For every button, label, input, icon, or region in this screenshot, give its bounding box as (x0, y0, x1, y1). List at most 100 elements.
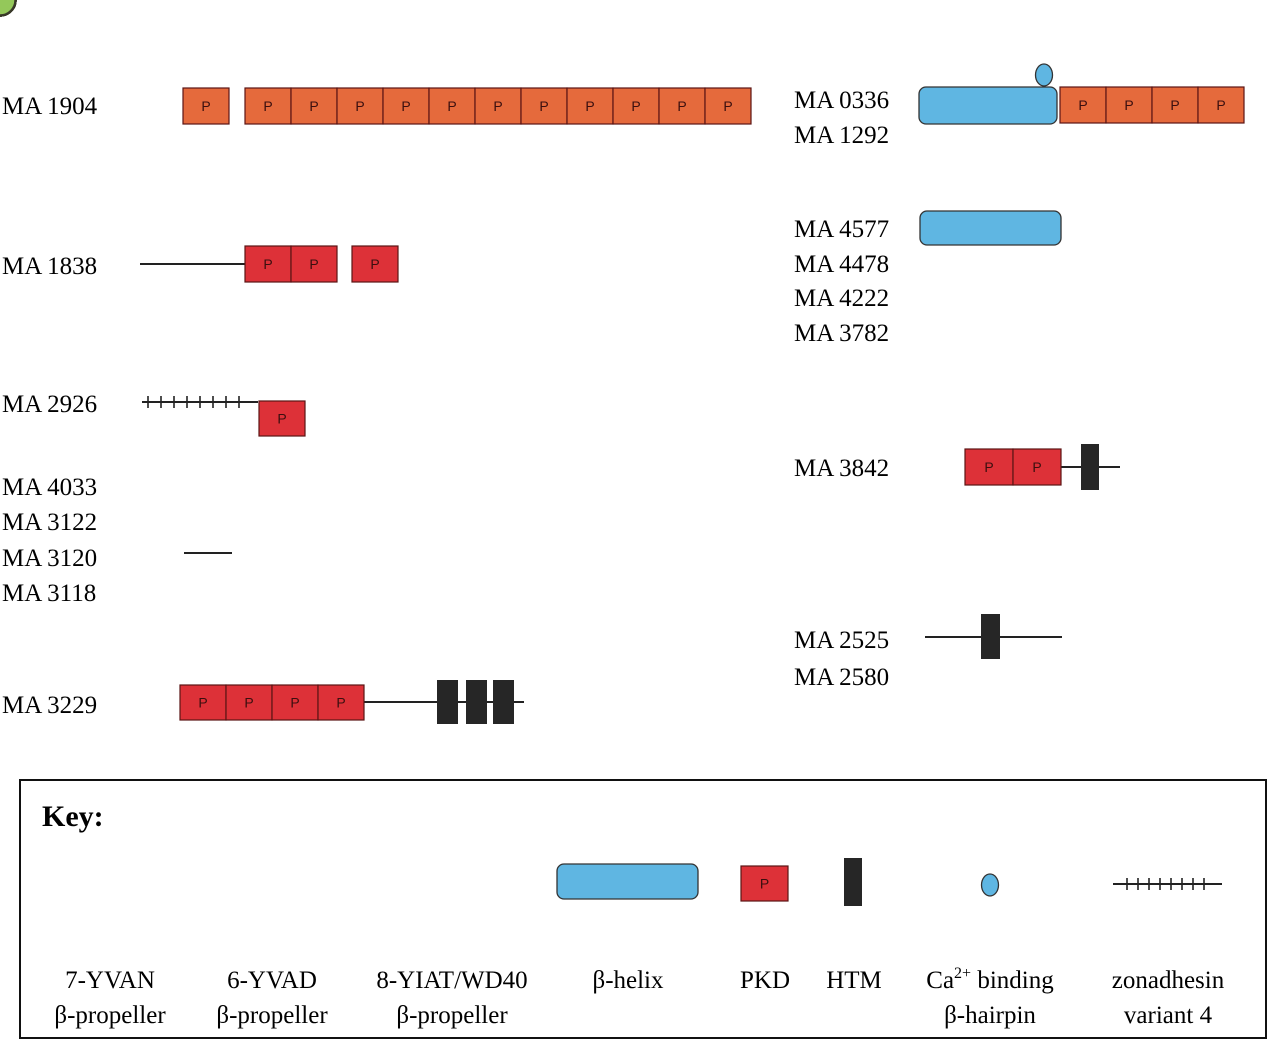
label-ma3842: MA 3842 (794, 455, 889, 482)
pkd-domain-box (1197, 86, 1245, 124)
pkd-domain-box (964, 448, 1014, 486)
label-ma4222: MA 4222 (794, 285, 889, 312)
label-ma0336: MA 0336 (794, 87, 889, 114)
label-ma3229: MA 3229 (2, 692, 97, 719)
pkd-letter: P (723, 98, 732, 114)
key-title: Key: (42, 800, 104, 833)
pkd-letter: P (244, 695, 253, 711)
htm-segment (981, 614, 1000, 659)
ca-binding-hairpin-icon (980, 873, 1000, 897)
label-ma3122: MA 3122 (2, 509, 97, 536)
pkd-letter: P (493, 98, 502, 114)
key-label-pkd: PKD (740, 967, 790, 994)
pkd-letter: P (201, 98, 210, 114)
pkd-domain-box (290, 245, 338, 283)
pkd-letter: P (336, 695, 345, 711)
key-label-beta-helix: β-helix (592, 967, 664, 994)
beta-helix-domain (919, 210, 1062, 246)
beta-helix-domain (918, 86, 1058, 125)
pkd-letter: P (290, 695, 299, 711)
pkd-letter: P (401, 98, 410, 114)
label-ma3118: MA 3118 (2, 580, 96, 607)
label-ma1904: MA 1904 (2, 93, 98, 120)
pkd-icon: P (740, 865, 789, 902)
key-label-ca-binding-line2: β-hairpin (944, 1002, 1036, 1029)
protein-ma0336: MA 0336 MA 1292 P P P P (794, 63, 1245, 149)
yiat8-propeller-icon (0, 0, 16, 16)
htm-segment (493, 680, 514, 724)
pkd-domain-box (428, 87, 476, 125)
pkd-domain-box (271, 684, 319, 721)
pkd-domain-box (290, 87, 338, 125)
pkd-domain-box (1012, 448, 1062, 486)
zonadhesin-icon (142, 396, 258, 408)
pkd-domain-box (382, 87, 430, 125)
pkd-letter: P (1032, 459, 1041, 475)
pkd-letter: P (1170, 97, 1179, 113)
key-frame (19, 779, 1267, 1039)
zonadhesin-icon (1113, 878, 1222, 890)
beta-helix-icon (556, 863, 699, 900)
label-ma4033: MA 4033 (2, 474, 97, 501)
key-label-yiat8: 8-YIAT/WD40 (376, 967, 527, 994)
key-label-yiat8-line2: β-propeller (396, 1002, 508, 1029)
pkd-domain-row: P (351, 245, 399, 283)
key-label-zonadhesin: zonadhesin (1112, 967, 1225, 994)
pkd-domain-box (317, 684, 365, 721)
key-item-yvad6: 6-YVAD β-propeller (0, 0, 328, 1029)
pkd-letter: P (1216, 97, 1225, 113)
pkd-letter: P (277, 411, 286, 427)
pkd-domain-box (474, 87, 522, 125)
pkd-domain-box (225, 684, 273, 721)
pkd-letter: P (309, 98, 318, 114)
pkd-domain-box (740, 865, 789, 902)
protein-ma4577-group: MA 4577 MA 4478 MA 4222 MA 3782 (794, 210, 1062, 347)
pkd-domain-box (658, 87, 706, 125)
label-ma1292: MA 1292 (794, 122, 889, 149)
pkd-domain-box (244, 87, 292, 125)
pkd-domain-box (1151, 86, 1199, 124)
label-ma3120: MA 3120 (2, 545, 97, 572)
ca-binding-hairpin-icon (1034, 63, 1054, 87)
pkd-domain-row: P (258, 400, 306, 437)
key-label-zonadhesin-line2: variant 4 (1124, 1002, 1213, 1029)
label-ma4478: MA 4478 (794, 251, 889, 278)
pkd-letter: P (1124, 97, 1133, 113)
key-label-yvan7: 7-YVAN (65, 967, 155, 994)
pkd-letter: P (631, 98, 640, 114)
label-ma4577: MA 4577 (794, 216, 889, 243)
key-label-yvad6: 6-YVAD (227, 967, 317, 994)
pkd-letter: P (355, 98, 364, 114)
htm-icon (844, 858, 862, 906)
pkd-domain-box (520, 87, 568, 125)
key-item-zonadhesin: zonadhesin variant 4 (1112, 878, 1225, 1029)
pkd-letter: P (370, 256, 379, 272)
pkd-domain-box (1059, 86, 1107, 124)
key-label-ca-binding: Ca2+ binding (926, 965, 1054, 994)
key-item-htm: HTM (826, 858, 882, 994)
pkd-letter: P (1078, 97, 1087, 113)
pkd-letter: P (984, 459, 993, 475)
pkd-domain-box (704, 87, 752, 125)
label-ma2926: MA 2926 (2, 391, 97, 418)
pkd-domain-box (244, 245, 292, 283)
pkd-domain-box (182, 87, 230, 125)
htm-segment (437, 680, 458, 724)
label-ma2525: MA 2525 (794, 627, 889, 654)
pkd-domain-box (336, 87, 384, 125)
pkd-letter: P (760, 876, 769, 892)
htm-segment (1081, 444, 1099, 490)
propeller-blade (0, 0, 16, 16)
pkd-letter: P (447, 98, 456, 114)
key-item-ca-binding: Ca2+ binding β-hairpin (926, 873, 1054, 1029)
pkd-letter: P (309, 256, 318, 272)
key-label-htm: HTM (826, 967, 882, 994)
pkd-letter: P (539, 98, 548, 114)
